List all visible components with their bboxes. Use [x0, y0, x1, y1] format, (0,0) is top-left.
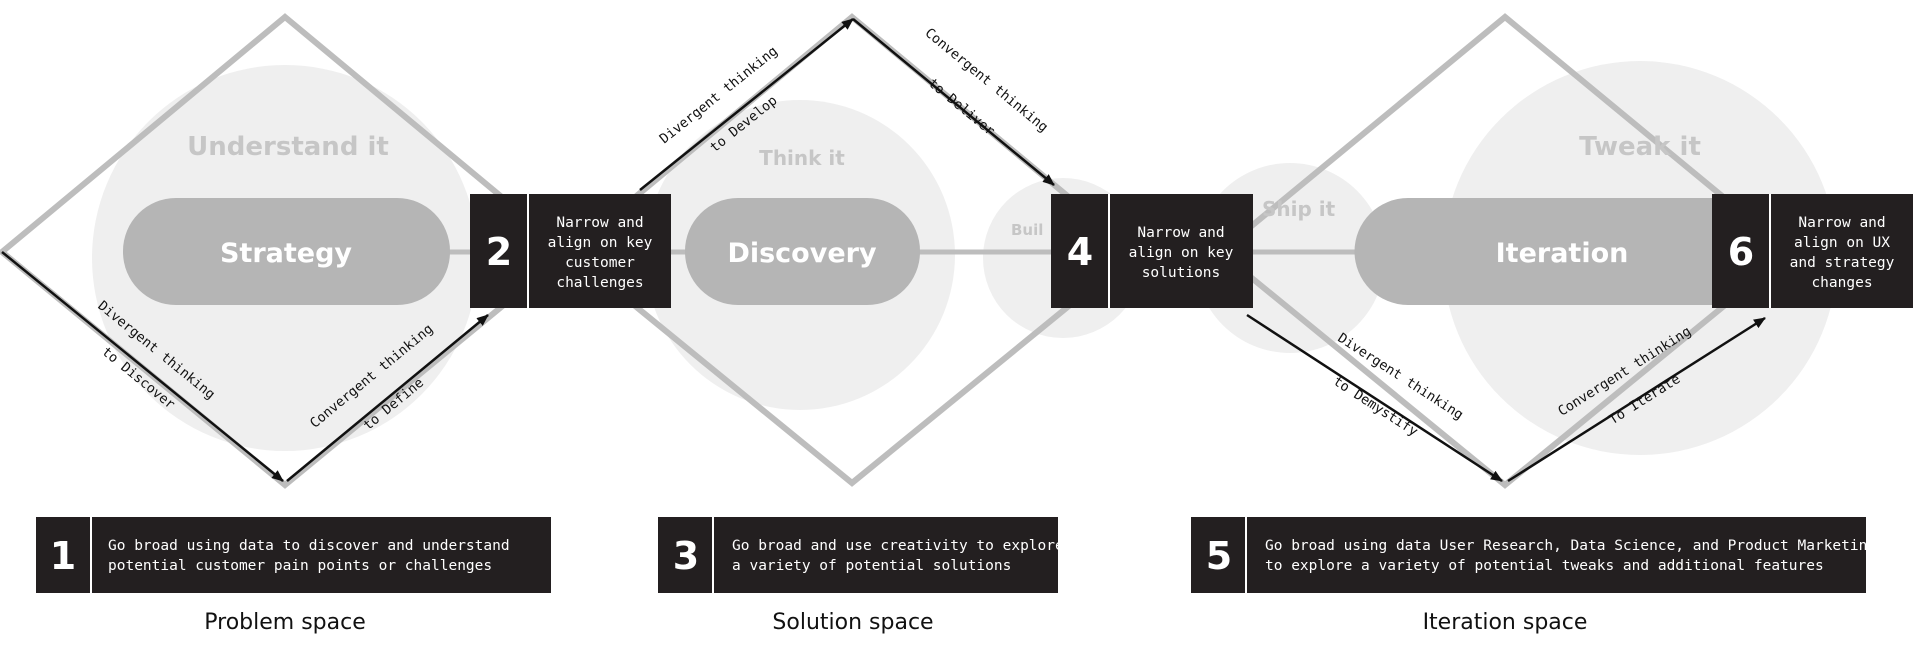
step-4-line-2: align on key: [1129, 245, 1234, 261]
step-4-line-1: Narrow and: [1137, 225, 1224, 241]
arrow-5-label: Divergent thinking: [1335, 330, 1466, 423]
arrow-4: [852, 18, 1055, 186]
step-4-box: 4 Narrow and align on key solutions: [1051, 194, 1253, 308]
problem-diamond: [0, 13, 573, 489]
step-5-line-1: Go broad using data User Research, Data …: [1265, 538, 1876, 554]
step-2-line-2: align on key: [548, 235, 653, 251]
step-4-line-3: solutions: [1142, 265, 1221, 281]
arrow-6: [1507, 316, 1766, 483]
arrow-5: [1246, 313, 1503, 483]
step-1-number: 1: [50, 534, 76, 578]
discovery-pill-label: Discovery: [727, 238, 877, 269]
build-label: Buil: [1011, 221, 1043, 239]
step-1-line-2: potential customer pain points or challe…: [108, 558, 492, 574]
think-label: Think it: [759, 146, 845, 170]
step-1-box: 1 Go broad using data to discover and un…: [36, 517, 551, 593]
step-6-line-3: and strategy: [1790, 255, 1895, 271]
step-6-line-4: changes: [1811, 275, 1872, 291]
solution-space-label: Solution space: [772, 610, 933, 635]
step-3-line-1: Go broad and use creativity to explore: [732, 538, 1064, 554]
discovery-pill: [685, 198, 920, 305]
strategy-pill: [123, 198, 450, 305]
step-2-number: 2: [486, 230, 512, 274]
step-3-number: 3: [673, 534, 699, 578]
step-6-number: 6: [1728, 230, 1754, 274]
step-2-box: 2 Narrow and align on key customer chall…: [470, 194, 671, 308]
iteration-space-label: Iteration space: [1423, 610, 1588, 635]
step-1-line-1: Go broad using data to discover and unde…: [108, 538, 510, 554]
arrow-3: [639, 18, 854, 191]
step-2-line-4: challenges: [556, 275, 643, 291]
strategy-pill-label: Strategy: [220, 238, 352, 269]
iteration-pill-label: Iteration: [1496, 238, 1629, 269]
step-6-box: 6 Narrow and align on UX and strategy ch…: [1712, 194, 1913, 308]
arrow-1: [1, 251, 284, 482]
ship-label: Ship it: [1262, 197, 1336, 221]
step-6-line-2: align on UX: [1794, 235, 1890, 251]
iteration-diamond: [1215, 13, 1795, 489]
step-4-number: 4: [1067, 230, 1093, 274]
step-3-box: 3 Go broad and use creativity to explore…: [658, 517, 1064, 593]
step-2-line-1: Narrow and: [556, 215, 643, 231]
step-5-line-2: to explore a variety of potential tweaks…: [1265, 558, 1824, 574]
arrow-2: [286, 314, 489, 482]
tweak-label: Tweak it: [1579, 132, 1701, 162]
step-5-box: 5 Go broad using data User Research, Dat…: [1191, 517, 1876, 593]
step-3-line-2: a variety of potential solutions: [732, 558, 1011, 574]
problem-space-label: Problem space: [204, 610, 365, 635]
iteration-pill: [1354, 198, 1715, 305]
step-6-line-1: Narrow and: [1798, 215, 1885, 231]
step-5-number: 5: [1206, 534, 1232, 578]
understand-label: Understand it: [187, 132, 389, 162]
step-2-line-3: customer: [565, 255, 635, 271]
